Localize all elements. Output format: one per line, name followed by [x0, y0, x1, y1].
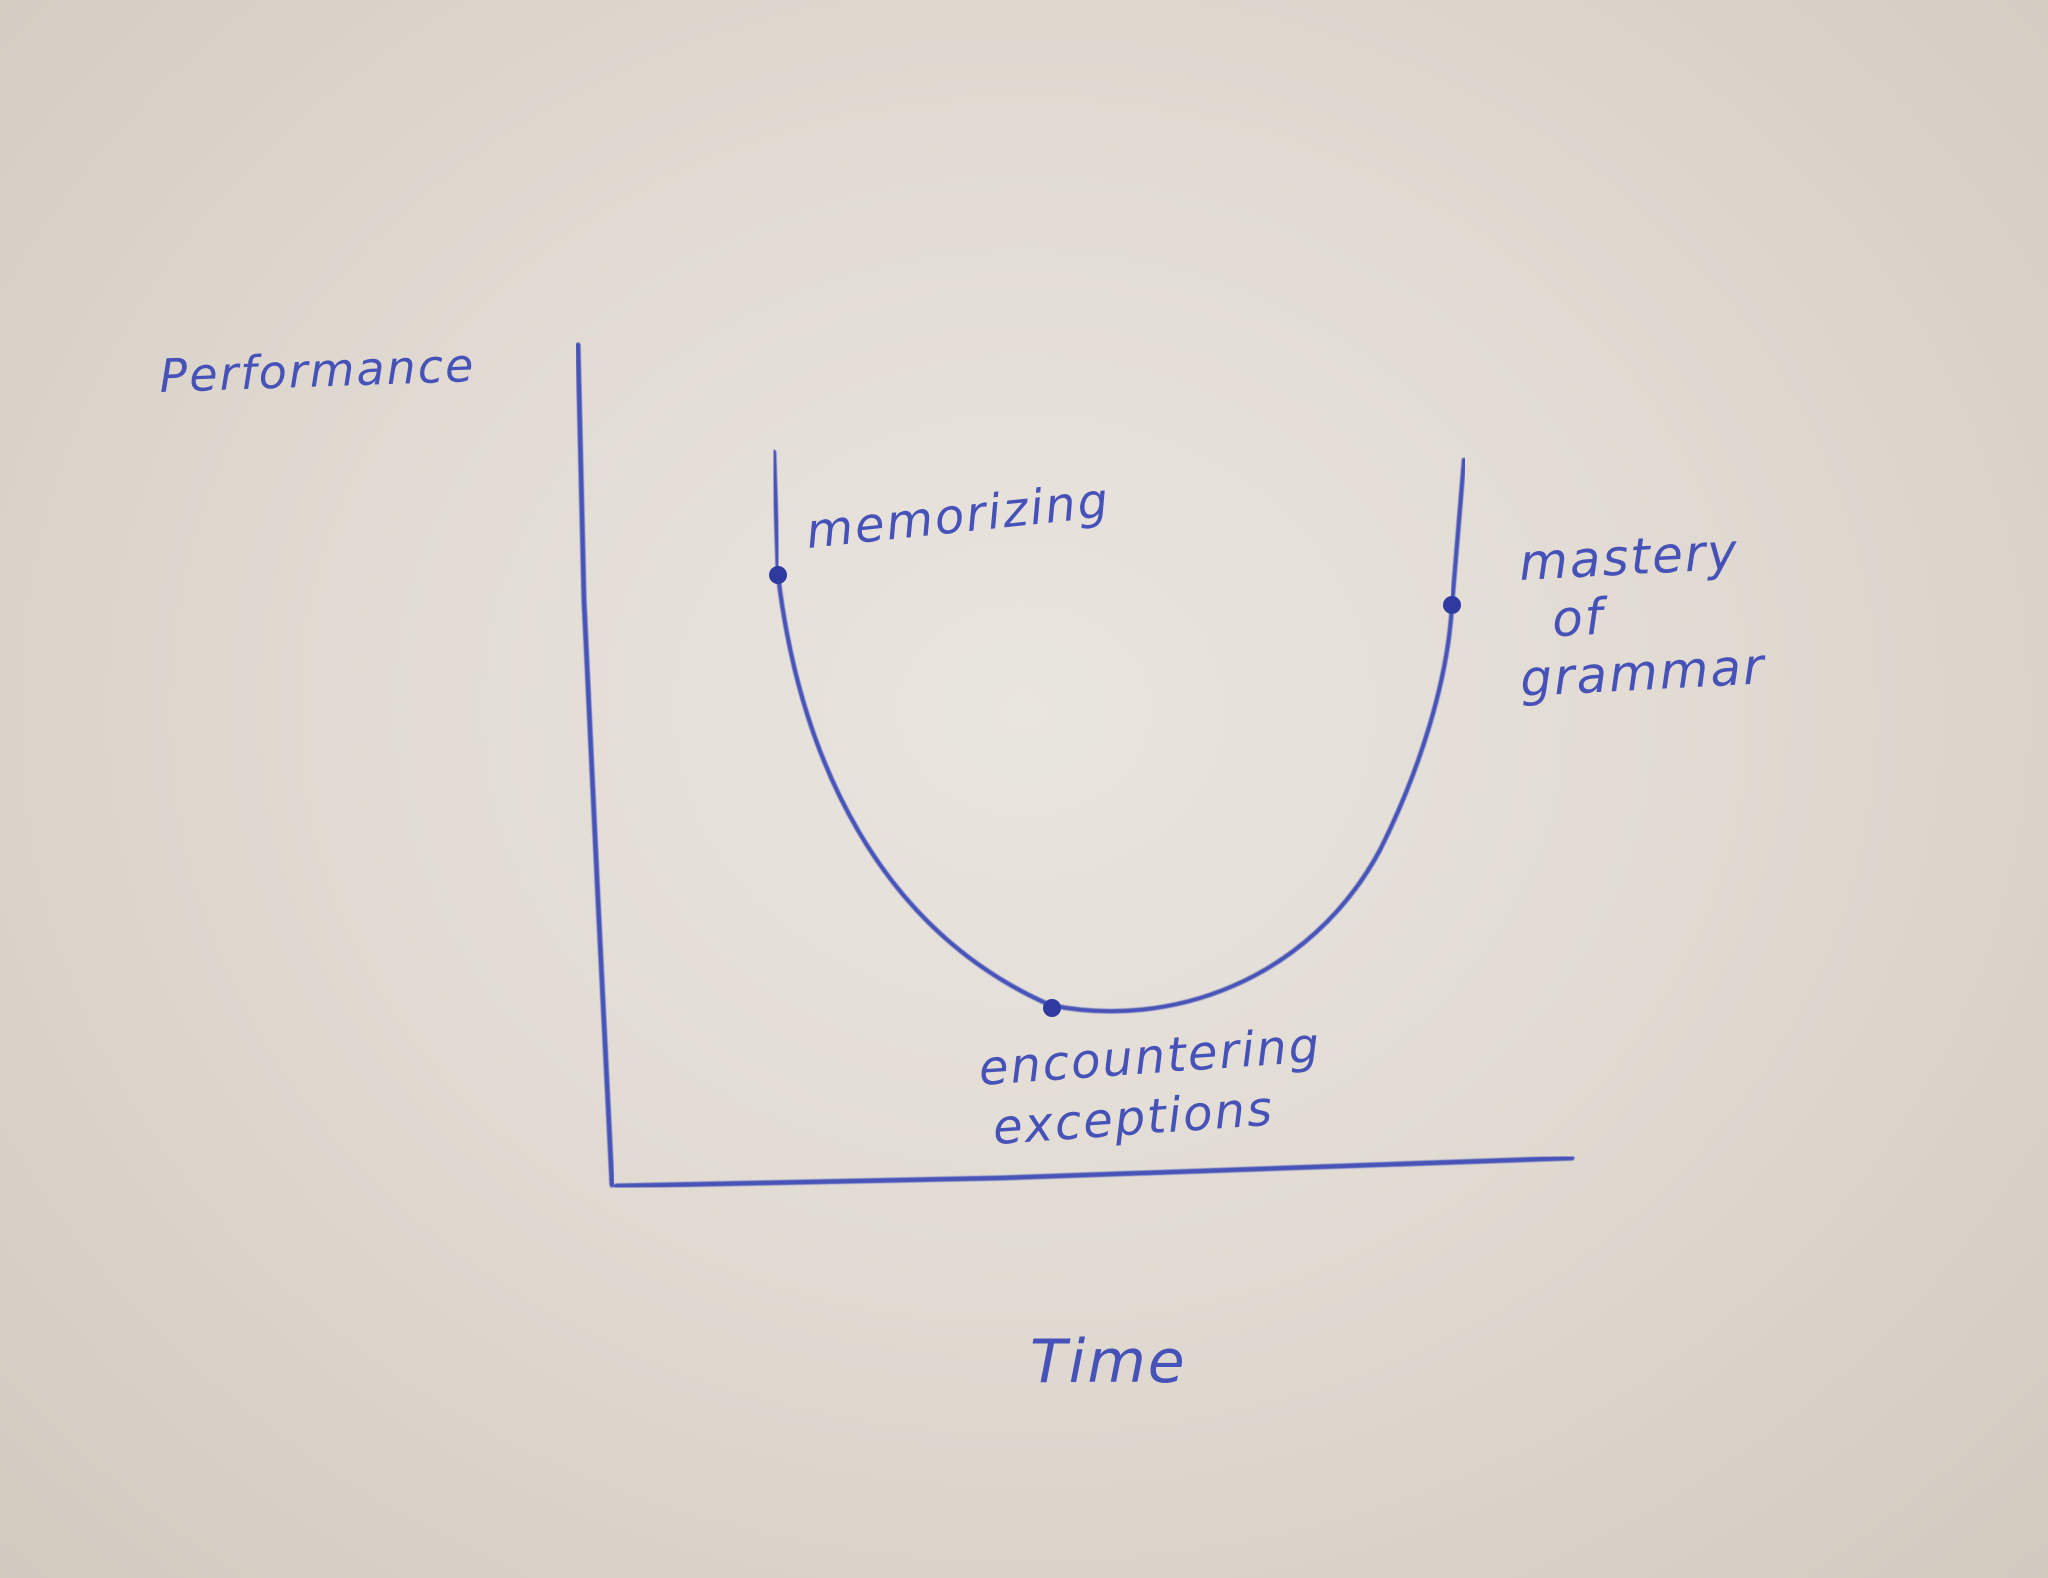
annotation-encountering-exceptions: encountering exceptions	[977, 1016, 1344, 1157]
annotation-memorizing: memorizing	[803, 472, 1112, 560]
y-axis-label: Performance	[158, 338, 476, 403]
y-axis	[575, 342, 615, 1188]
left-curve-end-tick	[771, 449, 781, 578]
point-mastery-of-grammar	[1443, 596, 1461, 614]
point-memorizing	[769, 566, 787, 584]
annotation-mastery-of-grammar: mastery of grammar	[1513, 521, 1769, 708]
performance-curve	[775, 572, 1455, 1014]
x-axis	[613, 1155, 1575, 1189]
point-encountering-exceptions	[1043, 999, 1061, 1017]
x-axis-label: Time	[1030, 1327, 1187, 1397]
right-curve-end-tick	[1449, 457, 1467, 608]
